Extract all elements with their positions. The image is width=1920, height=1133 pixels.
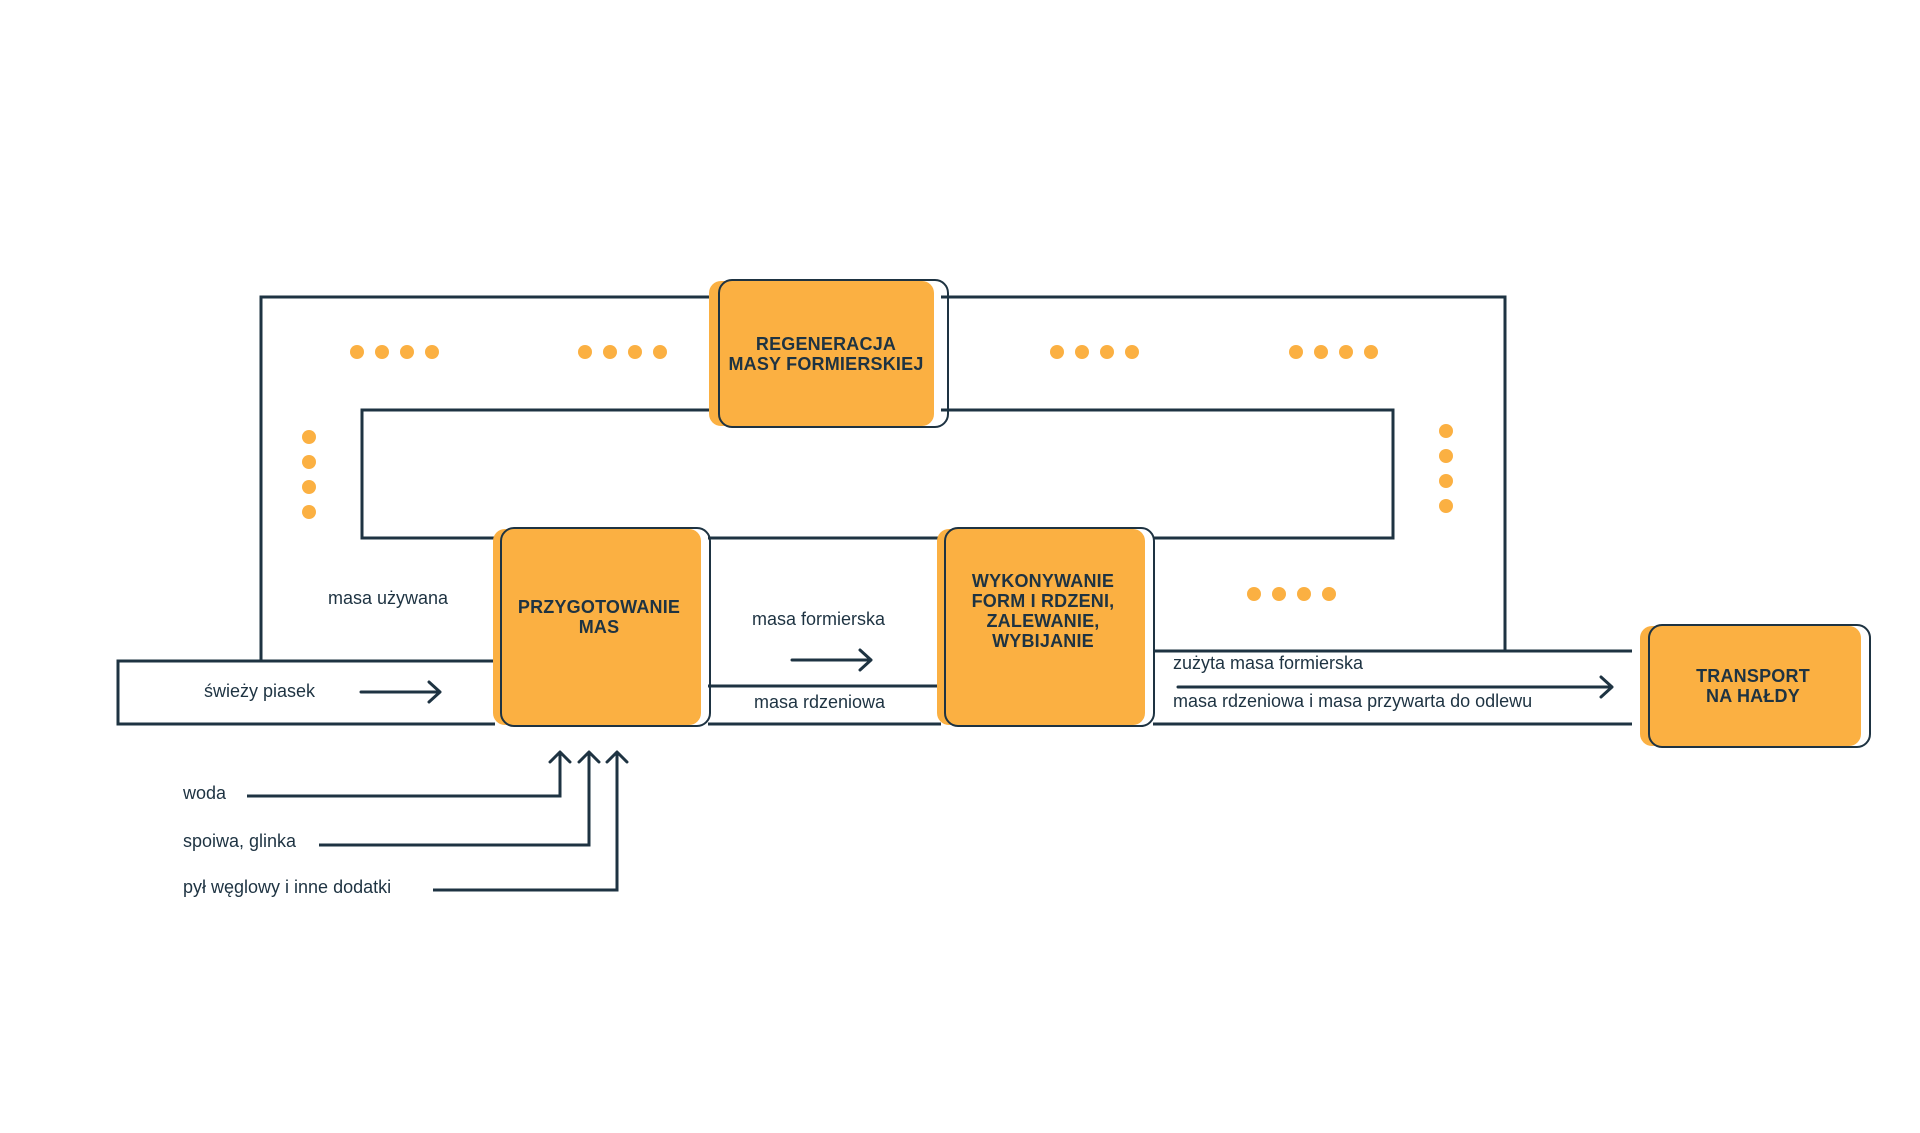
water-label: woda (183, 783, 227, 803)
binders-arrowhead (577, 750, 601, 764)
preparation-to-molding-channel (708, 684, 941, 726)
molding-sand-label: masa formierska (752, 609, 886, 629)
dot-groups (302, 345, 1453, 601)
fresh-sand-arrow (359, 680, 442, 704)
additives-arrowhead (605, 750, 629, 764)
coal-dust-additives-label: pył węglowy i inne dodatki (183, 877, 392, 897)
core-and-adhered-sand-label: masa rdzeniowa i masa przywarta do odlew… (1173, 691, 1533, 711)
molding-label: WYKONYWANIE FORM I RDZENI, ZALEWANIE, WY… (971, 571, 1115, 651)
molding-box: WYKONYWANIE FORM I RDZENI, ZALEWANIE, WY… (937, 527, 1155, 727)
binders-input-line (319, 752, 591, 847)
additives-input-line (433, 752, 619, 892)
binders-clay-label: spoiwa, glinka (183, 831, 297, 851)
core-sand-label: masa rdzeniowa (754, 692, 886, 712)
transport-box: TRANSPORT NA HAŁDY (1640, 624, 1871, 748)
fresh-sand-channel (116, 659, 495, 726)
inner-loop (360, 408, 1395, 540)
fresh-sand-label: świeży piasek (204, 681, 316, 701)
molding-sand-arrow (790, 648, 873, 672)
transport-label: TRANSPORT NA HAŁDY (1696, 666, 1810, 706)
water-arrowhead (548, 750, 572, 764)
water-input-line (247, 752, 562, 798)
preparation-box: PRZYGOTOWANIE MAS (493, 527, 711, 727)
used-sand-label: masa używana (328, 588, 449, 608)
spent-molding-sand-label: zużyta masa formierska (1173, 653, 1364, 673)
preparation-label: PRZYGOTOWANIE MAS (517, 597, 681, 637)
regeneration-label: REGENERACJA MASY FORMIERSKIEJ (728, 333, 924, 374)
transport-arrow (1176, 675, 1614, 699)
molding-to-transport-channel (1153, 649, 1632, 726)
regeneration-box: REGENERACJA MASY FORMIERSKIEJ (709, 279, 949, 428)
